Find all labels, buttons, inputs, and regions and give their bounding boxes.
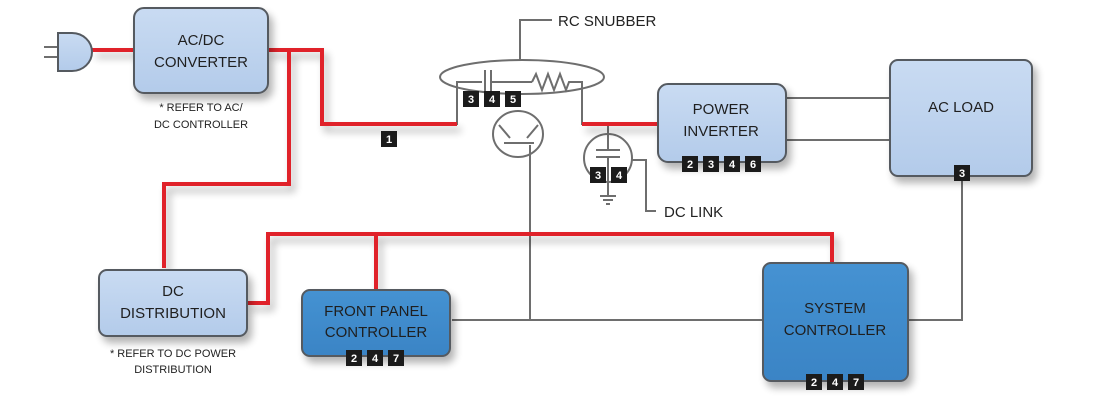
system-controller-badge-number: 2 [811, 377, 817, 389]
wire-badge: 1 [381, 131, 397, 147]
acdc-title-2: CONVERTER [154, 54, 248, 71]
dc-link-badge-bg [611, 167, 627, 183]
converter-to-snubber-wire [268, 48, 457, 126]
wire-badge-bg [381, 131, 397, 147]
dc-link-badge-number: 4 [616, 170, 623, 182]
inverter-badge-number: 4 [729, 159, 736, 171]
snubber-badge-number: 5 [510, 94, 516, 106]
capacitor-icon [484, 70, 492, 94]
inverter-badge-bg [703, 156, 719, 172]
power-inverter-block[interactable] [657, 83, 787, 163]
wire-badge-number: 1 [386, 134, 392, 146]
front-panel-badge-number: 7 [393, 353, 399, 365]
ac-load-badge: 3 [954, 165, 970, 181]
signal-wires [44, 19, 963, 321]
front-panel-badge-number: 4 [372, 353, 379, 365]
rc-snubber-leader [519, 19, 552, 60]
front-panel-badge-bg [388, 350, 404, 366]
frontpanel-title-2: CONTROLLER [325, 324, 428, 341]
acdc-converter-block[interactable] [133, 7, 269, 94]
system-controller-badge-bg [806, 374, 822, 390]
front-panel-badge: 2 [346, 350, 362, 366]
dc-link-label: DC LINK [664, 204, 723, 221]
inverter-badge-bg [682, 156, 698, 172]
snubber-badge-bg [463, 91, 479, 107]
front-panel-badge-bg [367, 350, 383, 366]
inverter-badge: 6 [745, 156, 761, 172]
snubber-badge-number: 4 [489, 94, 496, 106]
power-wires [92, 48, 834, 305]
syscontroller-title-2: CONTROLLER [784, 322, 887, 339]
inverter-title-1: POWER [693, 101, 750, 118]
dc-distribution-block[interactable] [98, 269, 248, 337]
snubber-badge-number: 3 [468, 94, 474, 106]
acload-title: AC LOAD [928, 99, 994, 116]
plug-icon [57, 32, 93, 72]
snubber-badge: 3 [463, 91, 479, 107]
dcdist-title-1: DC [162, 283, 184, 300]
front-panel-badge: 4 [367, 350, 383, 366]
dc-link-badge-number: 3 [595, 170, 601, 182]
syscontroller-title-1: SYSTEM [804, 300, 866, 317]
dc-link-badge: 3 [590, 167, 606, 183]
inverter-badge-bg [745, 156, 761, 172]
ac-load-block[interactable] [889, 59, 1033, 177]
acdc-title-1: AC/DC [178, 32, 225, 49]
dc-link-badge: 4 [611, 167, 627, 183]
system-controller-badge-number: 7 [853, 377, 859, 389]
acdc-note-2: DC CONTROLLER [154, 119, 248, 131]
load-to-system-controller-wire [908, 178, 963, 321]
front-panel-controller-block[interactable] [301, 289, 451, 357]
inverter-badge-bg [724, 156, 740, 172]
snubber-left-leg [456, 81, 482, 125]
inverter-badge-number: 6 [750, 159, 756, 171]
snubber-badge: 5 [505, 91, 521, 107]
dcdist-note-2: DISTRIBUTION [134, 364, 212, 376]
front-panel-badge-bg [346, 350, 362, 366]
transistor-icon [492, 110, 544, 158]
dc-link-badge-bg [590, 167, 606, 183]
inverter-badge: 4 [724, 156, 740, 172]
converter-to-dc-distribution-wire [162, 50, 291, 268]
ac-load-badge-bg [954, 165, 970, 181]
system-controller-badge: 4 [827, 374, 843, 390]
inverter-badge-number: 3 [708, 159, 714, 171]
inverter-badge-number: 2 [687, 159, 693, 171]
ground-icon [600, 195, 616, 205]
dc-link-leader [632, 159, 656, 212]
dc-distribution-bus-wire [248, 232, 834, 305]
inverter-title-2: INVERTER [683, 123, 759, 140]
system-controller-badge: 2 [806, 374, 822, 390]
inverter-badge: 3 [703, 156, 719, 172]
rc-snubber-ellipse [439, 59, 605, 95]
frontpanel-title-1: FRONT PANEL [324, 303, 428, 320]
dcdist-title-2: DISTRIBUTION [120, 305, 226, 322]
ac-load-badge-number: 3 [959, 168, 965, 180]
front-panel-badge-number: 2 [351, 353, 357, 365]
snubber-badge: 4 [484, 91, 500, 107]
acdc-note-1: * REFER TO AC/ [159, 102, 243, 114]
plug-prongs [44, 46, 58, 58]
snubber-badge-bg [484, 91, 500, 107]
snubber-badge-bg [505, 91, 521, 107]
inverter-badge: 2 [682, 156, 698, 172]
transistor-legs [498, 124, 539, 144]
system-controller-badge-bg [827, 374, 843, 390]
system-controller-badge: 7 [848, 374, 864, 390]
dcdist-note-1: * REFER TO DC POWER [110, 348, 236, 360]
front-panel-badge: 7 [388, 350, 404, 366]
reference-badges: 1 3 4 5 3 4 2 3 4 6 3 2 4 7 2 4 7 [346, 91, 970, 390]
system-controller-badge-bg [848, 374, 864, 390]
rc-snubber-label: RC SNUBBER [558, 13, 657, 30]
system-controller-badge-number: 4 [832, 377, 839, 389]
dc-link-capacitor-plates [596, 125, 620, 196]
resistor-icon [531, 71, 583, 125]
